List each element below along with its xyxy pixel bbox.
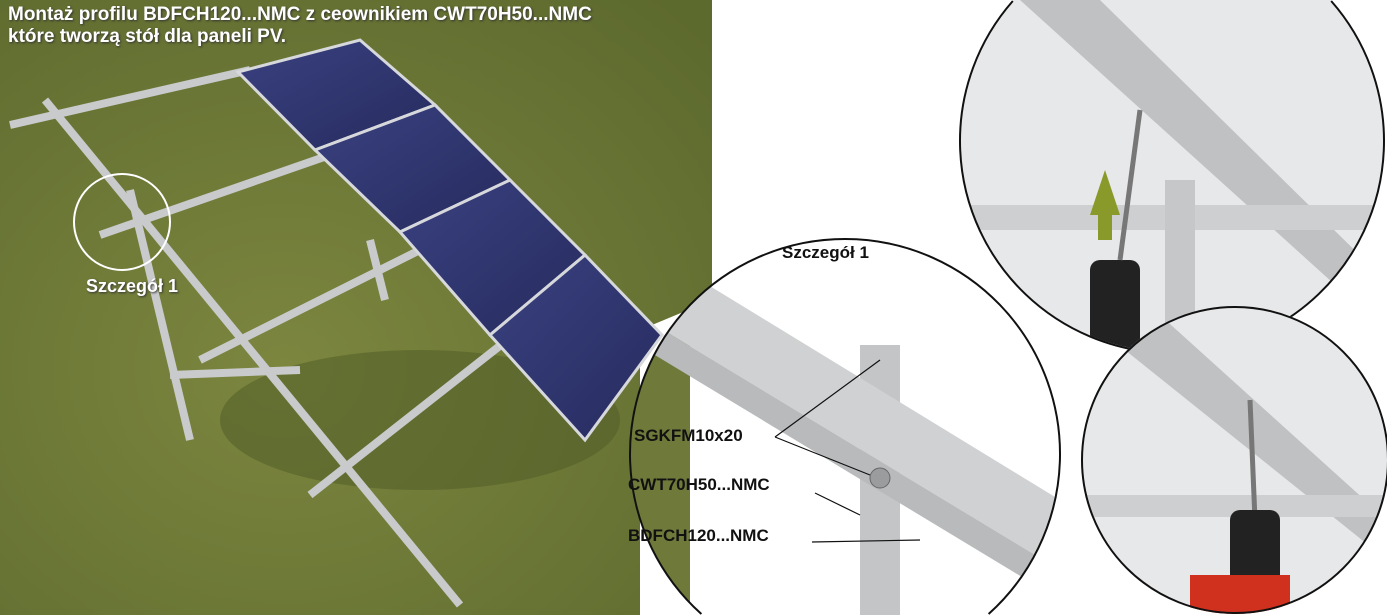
label-screw: SGKFM10x20 <box>634 426 743 445</box>
title-line-1: Montaż profilu BDFCH120...NMC z ceowniki… <box>8 4 592 25</box>
steel-frame <box>9 66 523 608</box>
leader-lines <box>774 359 921 543</box>
title-line-2: które tworzą stół dla paneli PV. <box>8 26 287 47</box>
label-profile: BDFCH120...NMC <box>628 526 769 545</box>
detail-1-circle <box>629 238 1061 615</box>
detail-marker-label: Szczegół 1 <box>86 276 179 296</box>
detail-marker-circle <box>73 173 171 271</box>
label-channel: CWT70H50...NMC <box>628 475 770 494</box>
page-title: Montaż profilu BDFCH120...NMC z ceowniki… <box>8 4 592 48</box>
detail-heading: Szczegół 1 <box>782 243 869 262</box>
solar-panels <box>235 38 664 443</box>
step-2-circle <box>1081 306 1387 614</box>
